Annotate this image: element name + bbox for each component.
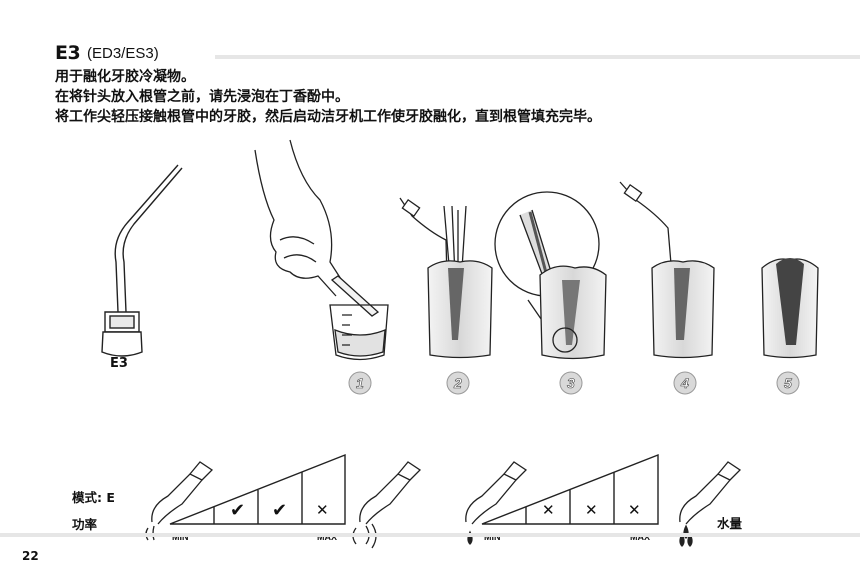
footer-rule	[0, 533, 860, 537]
power-mark-4: ✕	[316, 501, 329, 519]
water-max-label: MAX	[630, 532, 650, 542]
power-mark-2: ✔	[230, 500, 245, 521]
water-handpiece-right	[679, 461, 742, 547]
instruction-line-3: 将工作尖轻压接触根管中的牙胶，然后启动洁牙机工作使牙胶融化，直到根管填充完毕。	[55, 109, 601, 125]
power-min-label: MIN	[172, 532, 189, 542]
power-label: 功率	[72, 517, 98, 532]
step-number-5: 5	[784, 375, 792, 391]
water-label: 水量	[717, 516, 743, 531]
tooth-step-2	[399, 197, 493, 359]
tip-label: E3	[110, 356, 128, 371]
mode-label: 模式: E	[72, 490, 115, 505]
tip-models: (ED3/ES3)	[87, 45, 159, 62]
e3-tip-illustration	[101, 164, 183, 357]
header-rule	[215, 55, 860, 59]
step-badges	[348, 371, 800, 395]
water-mark-3: ✕	[585, 501, 598, 519]
tip-code: E3	[55, 42, 81, 64]
instruction-line-1: 用于融化牙胶冷凝物。	[55, 69, 195, 85]
step-number-2: 2	[453, 375, 462, 391]
hand-dipping-illustration	[254, 139, 389, 361]
water-min-label: MIN	[484, 532, 501, 542]
power-mark-3: ✔	[272, 500, 287, 521]
page-number: 22	[22, 549, 39, 563]
water-chart	[481, 453, 659, 525]
power-max-label: MAX	[317, 532, 337, 542]
header: E3 (ED3/ES3)	[55, 42, 860, 66]
tooth-step-4	[619, 181, 715, 359]
step-number-3: 3	[567, 375, 575, 391]
power-handpiece-left	[145, 461, 214, 541]
step-number-1: 1	[356, 375, 364, 391]
water-mark-2: ✕	[542, 501, 555, 519]
instruction-line-2: 在将针头放入根管之前，请先浸泡在丁香酚中。	[55, 89, 349, 105]
power-chart	[169, 453, 346, 525]
tooth-step-3	[494, 191, 607, 360]
tooth-step-5	[761, 258, 819, 359]
step-number-4: 4	[680, 375, 689, 391]
water-mark-4: ✕	[628, 501, 641, 519]
